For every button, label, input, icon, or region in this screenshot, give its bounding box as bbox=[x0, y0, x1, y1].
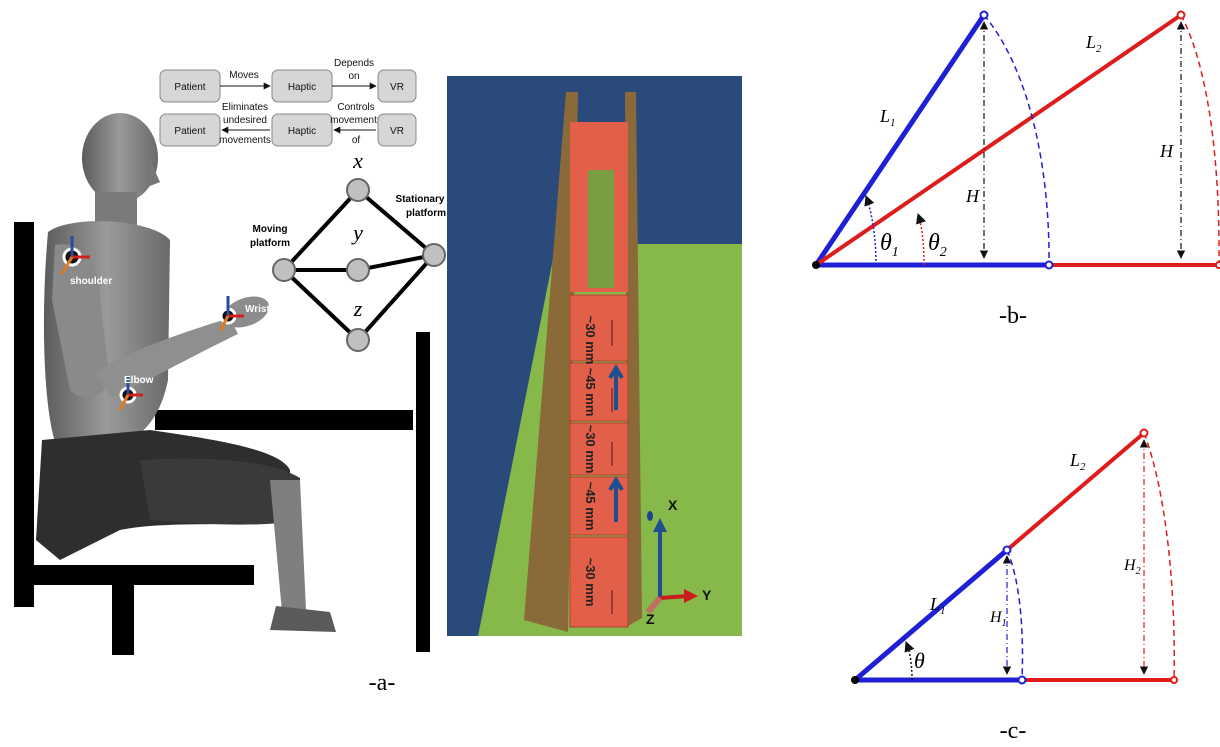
flow-edge-moves: Moves bbox=[229, 70, 258, 81]
flow-edge-eliminates-1: Eliminates bbox=[222, 102, 268, 113]
flow-node-patient-2 bbox=[159, 113, 221, 147]
caption-c: -c- bbox=[1000, 718, 1027, 744]
seated-person-illustration bbox=[36, 113, 336, 632]
vr-block-label-4: ~45 mm bbox=[583, 482, 598, 531]
axis-y-label: y bbox=[351, 220, 363, 245]
chair-illustration bbox=[14, 222, 254, 655]
vr-block-label-3: ~30 mm bbox=[583, 425, 598, 474]
vr-axis-z: Z bbox=[646, 611, 655, 627]
b-link-L2 bbox=[814, 13, 1183, 267]
b-label-L2: L2 bbox=[1085, 32, 1102, 55]
vr-block-label-2: ~45 mm bbox=[583, 368, 598, 417]
c-label-H1: H1 bbox=[989, 609, 1007, 629]
vr-right-wall bbox=[625, 92, 642, 626]
shoulder-marker: shoulder bbox=[60, 236, 112, 287]
moving-platform-node bbox=[272, 258, 296, 282]
flow-edge-depends-on-1: Depends bbox=[334, 58, 374, 69]
x-node bbox=[346, 178, 370, 202]
flow-node-haptic-2-label: Haptic bbox=[288, 126, 316, 137]
z-node bbox=[346, 328, 370, 352]
flow-edge-controls-3: of bbox=[352, 135, 361, 146]
vr-axes: X Y Z bbox=[645, 497, 712, 627]
c-label-L1: L1 bbox=[929, 594, 946, 617]
flow-node-vr-1-label: VR bbox=[390, 82, 404, 93]
flow-edge-controls-2: movements bbox=[330, 115, 382, 126]
caption-b: -b- bbox=[999, 303, 1027, 329]
panel-c-diagram: L1 L2 H1 H2 θ bbox=[851, 428, 1178, 685]
flow-node-haptic-2 bbox=[271, 113, 333, 147]
flow-node-vr-1 bbox=[377, 69, 417, 103]
elbow-marker: Elbow bbox=[118, 375, 154, 411]
b-label-L1: L1 bbox=[879, 106, 896, 129]
axis-x-label: x bbox=[352, 148, 363, 173]
flow-node-haptic-1-label: Haptic bbox=[288, 82, 316, 93]
shoulder-label: shoulder bbox=[70, 276, 112, 287]
flow-node-patient-2-label: Patient bbox=[174, 126, 205, 137]
panel-b-diagram: L1 L2 H H θ1 θ2 bbox=[812, 10, 1220, 270]
c-link-L2 bbox=[1005, 431, 1146, 552]
flow-edge-eliminates-3: movements bbox=[219, 135, 271, 146]
b-label-theta1: θ1 bbox=[880, 230, 899, 260]
vr-axis-x: X bbox=[668, 497, 678, 513]
b-label-H-right: H bbox=[1159, 141, 1174, 161]
c-label-theta: θ bbox=[914, 648, 925, 673]
vr-block-label-1: ~30 mm bbox=[583, 316, 598, 365]
stationary-platform-label-2: platform bbox=[406, 208, 446, 219]
desk-illustration bbox=[155, 332, 430, 652]
vr-block-stack bbox=[569, 122, 629, 628]
vr-axis-y: Y bbox=[702, 587, 712, 603]
flow-edge-eliminates-2: undesired bbox=[223, 115, 267, 126]
y-node bbox=[346, 258, 370, 282]
vr-blue-arrows bbox=[608, 364, 624, 522]
c-label-H2: H2 bbox=[1123, 557, 1141, 577]
wrist-label: Wrist bbox=[245, 304, 270, 315]
vr-block-label-5: ~30 mm bbox=[583, 558, 598, 607]
c-link-L1 bbox=[853, 548, 1009, 682]
b-link-L1 bbox=[813, 13, 987, 267]
caption-a: -a- bbox=[369, 670, 396, 696]
flow-edge-depends-on-2: on bbox=[348, 71, 359, 82]
axis-z-label: z bbox=[353, 296, 363, 321]
c-label-L2: L2 bbox=[1069, 450, 1086, 473]
moving-platform-label-2: platform bbox=[250, 238, 290, 249]
moving-platform-label-1: Moving bbox=[253, 224, 288, 235]
flow-node-vr-2 bbox=[377, 113, 417, 147]
wrist-marker: Wrist bbox=[218, 296, 270, 332]
stationary-platform-node bbox=[422, 243, 446, 267]
stationary-platform-label-1: Stationary bbox=[396, 194, 445, 205]
panel-a-illustration: shoulder Wrist Elbow bbox=[14, 113, 430, 655]
flow-node-patient-1-label: Patient bbox=[174, 82, 205, 93]
flow-edge-controls-1: Controls bbox=[337, 102, 374, 113]
elbow-label: Elbow bbox=[124, 375, 154, 386]
vr-scene: ~30 mm ~45 mm ~30 mm ~45 mm ~30 mm bbox=[447, 76, 742, 636]
flow-node-vr-2-label: VR bbox=[390, 126, 404, 137]
vr-left-wall bbox=[524, 92, 578, 632]
b-label-theta2: θ2 bbox=[928, 230, 947, 260]
platform-graph: x y z Moving platform Stationary platfor… bbox=[250, 148, 446, 352]
flow-diagram: Patient Moves Haptic Depends on VR Patie… bbox=[159, 58, 417, 147]
b-label-H-left: H bbox=[965, 186, 980, 206]
